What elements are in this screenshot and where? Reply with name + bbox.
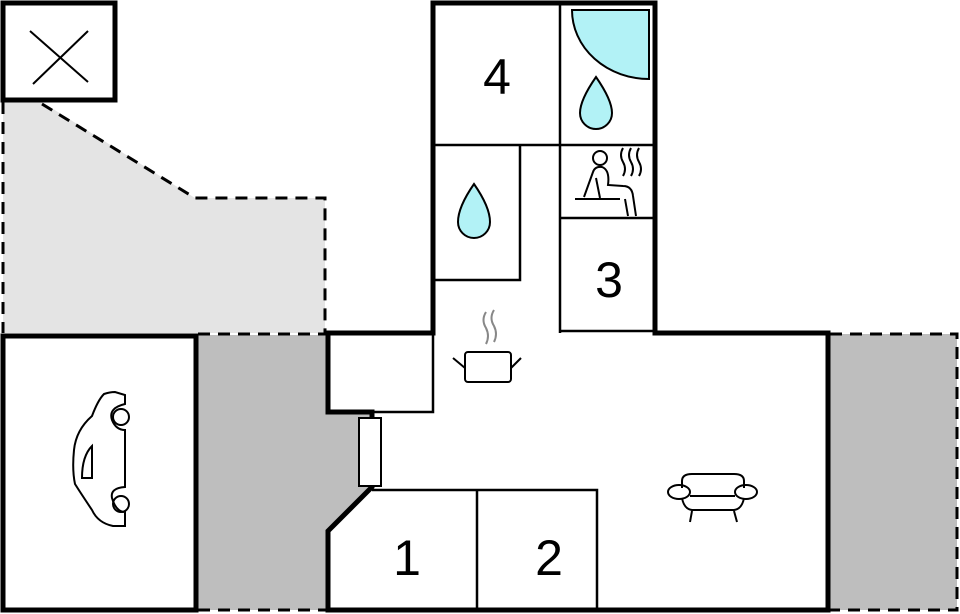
room-1-label: 1 bbox=[393, 530, 421, 586]
garage bbox=[0, 333, 199, 613]
water-drop-icon bbox=[578, 75, 614, 130]
storage-room bbox=[0, 0, 118, 103]
terrace-upper-left bbox=[1, 102, 327, 333]
car-icon bbox=[72, 390, 130, 527]
shower-icon bbox=[570, 9, 650, 81]
terrace-right bbox=[828, 332, 959, 612]
room-3-label: 3 bbox=[595, 252, 623, 308]
window bbox=[358, 417, 382, 487]
room-2-label: 2 bbox=[535, 530, 563, 586]
water-drop-icon bbox=[456, 182, 492, 239]
house-outline bbox=[325, 0, 831, 613]
interior-walls bbox=[328, 3, 655, 610]
x-mark-icon bbox=[29, 30, 89, 83]
sauna-icon bbox=[575, 147, 642, 217]
armchair-icon bbox=[667, 473, 758, 523]
cooking-pot-icon bbox=[452, 309, 522, 383]
room-4-label: 4 bbox=[483, 49, 511, 105]
